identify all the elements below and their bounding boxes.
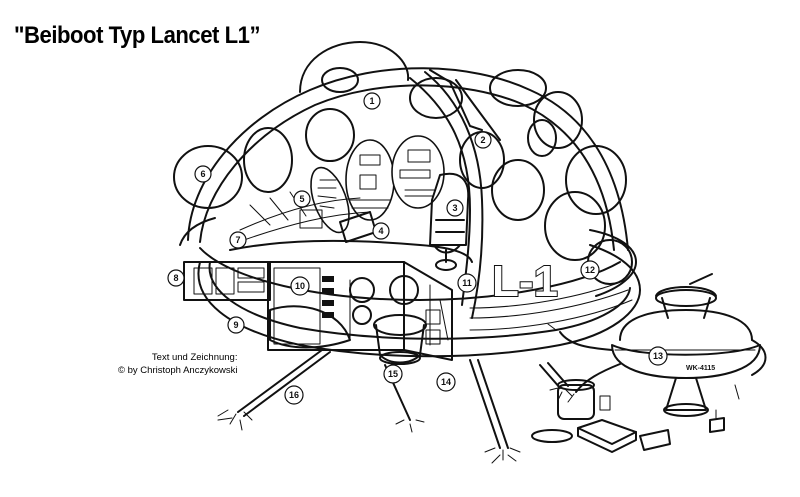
callout-14: 14 (436, 372, 456, 392)
svg-text:6: 6 (200, 169, 205, 179)
svg-text:1: 1 (369, 96, 374, 106)
ground-props (531, 379, 725, 453)
svg-text:7: 7 (235, 235, 240, 245)
dome (173, 41, 633, 285)
callout-10: 10 (290, 276, 310, 296)
console-panel-side (310, 166, 350, 234)
svg-text:2: 2 (480, 135, 485, 145)
hull-marking: L-1 (492, 257, 558, 306)
svg-text:11: 11 (462, 278, 472, 288)
callout-4: 4 (372, 222, 390, 240)
svg-text:8: 8 (173, 273, 178, 283)
svg-text:12: 12 (585, 265, 595, 275)
svg-text:14: 14 (441, 377, 451, 387)
credit-line-1: Text und Zeichnung: (151, 352, 238, 363)
callout-6: 6 (194, 165, 212, 183)
callout-2: 2 (474, 131, 492, 149)
svg-text:5: 5 (299, 194, 304, 204)
callout-5: 5 (293, 190, 311, 208)
callout-12: 12 (580, 260, 600, 280)
lower-machinery (183, 261, 453, 365)
droid-marking: WK-4115 (686, 365, 715, 372)
svg-text:13: 13 (653, 351, 663, 361)
diagram-title: "Beiboot Typ Lancet L1” (14, 22, 261, 49)
svg-text:10: 10 (295, 281, 305, 291)
storage-bay (273, 267, 321, 345)
callout-8: 8 (167, 269, 185, 287)
callout-3: 3 (446, 199, 464, 217)
svg-text:3: 3 (452, 203, 457, 213)
cockpit-interior (229, 135, 473, 271)
pilot-seat (429, 172, 470, 246)
ground-debris (217, 387, 573, 464)
callout-1: 1 (363, 92, 381, 110)
svg-text:15: 15 (388, 369, 398, 379)
svg-text:4: 4 (378, 226, 383, 236)
callout-15: 15 (383, 364, 403, 384)
credit-line-2: © by Christoph Anczykowski (118, 365, 238, 376)
callout-13: 13 (648, 346, 668, 366)
callout-7: 7 (229, 231, 247, 249)
callout-11: 11 (457, 273, 477, 293)
callout-9: 9 (227, 316, 245, 334)
svg-text:9: 9 (233, 320, 238, 330)
service-droid: WK-4115 (547, 273, 767, 417)
callout-16: 16 (284, 385, 304, 405)
landing-legs (237, 349, 569, 449)
credit-text: Text und Zeichnung: © by Christoph Anczy… (118, 351, 237, 377)
svg-text:16: 16 (289, 390, 299, 400)
